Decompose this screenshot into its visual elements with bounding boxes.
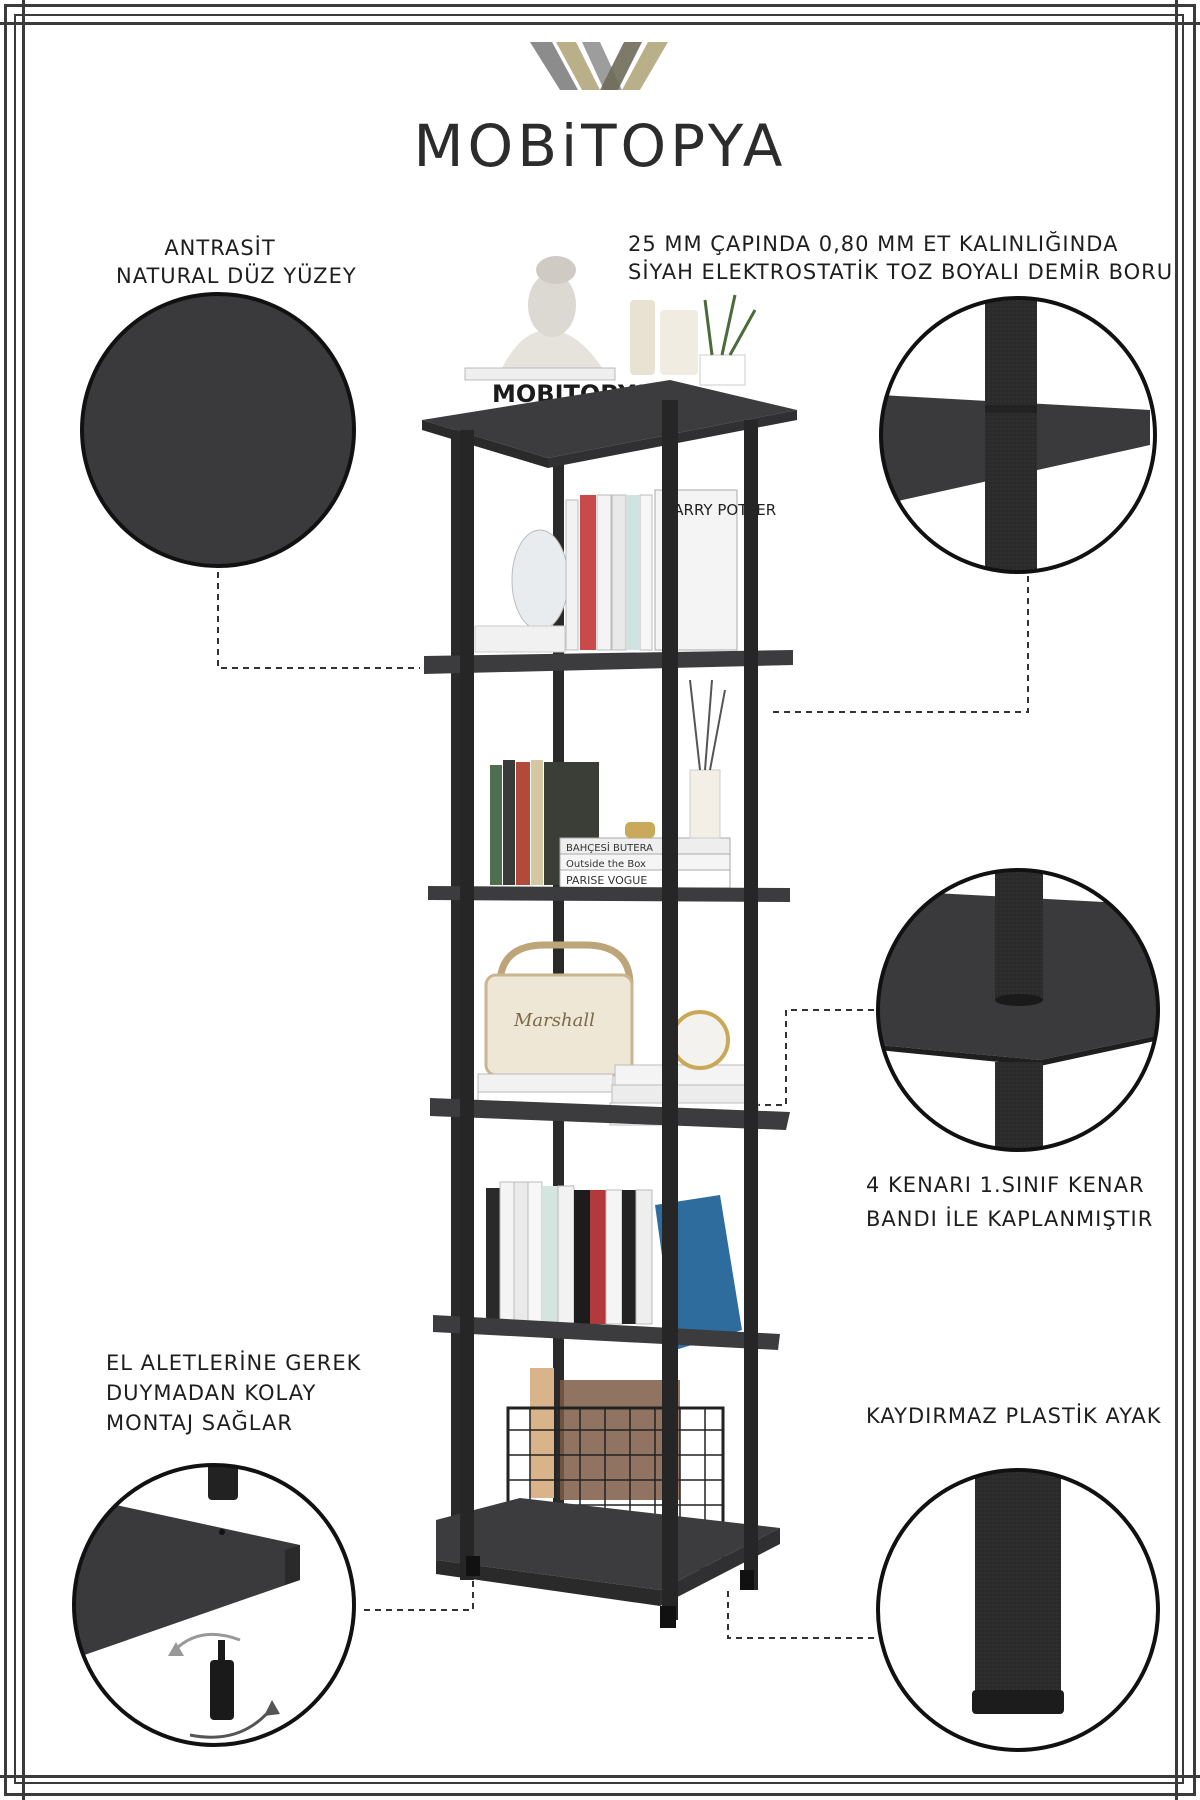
assembly-callout-line1: EL ALETLERİNE GEREK <box>106 1351 362 1375</box>
surface-detail-circle <box>80 292 356 568</box>
surface-callout-line2: NATURAL DÜZ YÜZEY <box>116 264 357 288</box>
foot-callout-line1: KAYDIRMAZ PLASTİK AYAK <box>866 1404 1162 1428</box>
book-parise-text: PARISE VOGUE <box>566 874 647 887</box>
rotate-arrow-icon <box>173 1632 241 1652</box>
shelf-2-decor: HARRY POTTER <box>474 489 776 653</box>
assembly-callout-line3: MONTAJ SAĞLAR <box>106 1411 293 1435</box>
foot-detail-circle <box>876 1468 1160 1752</box>
front-left-tube <box>460 430 474 1580</box>
edge-detail-circle <box>876 868 1160 1152</box>
tube-callout: 25 MM ÇAPINDA 0,80 MM ET KALINLIĞINDA Sİ… <box>628 230 1173 286</box>
edge-callout-line1: 4 KENARI 1.SINIF KENAR <box>866 1173 1145 1197</box>
surface-callout-2: NATURAL DÜZ YÜZEY <box>116 262 357 290</box>
bookshelf-unit: MOBITOPYA HARRY POTTER <box>422 256 797 1628</box>
assembly-detail-circle <box>72 1463 356 1747</box>
right-rear-tube <box>744 420 758 1590</box>
border-line-right <box>1175 0 1178 1800</box>
surface-callout-line1: ANTRASİT <box>164 236 276 260</box>
top-shelf-decor: MOBITOPYA <box>464 256 757 408</box>
tube-callout-line2: SİYAH ELEKTROSTATİK TOZ BOYALI DEMİR BOR… <box>628 260 1174 284</box>
tube-callout-line1: 25 MM ÇAPINDA 0,80 MM ET KALINLIĞINDA <box>628 232 1119 256</box>
radio-brand-text: Marshall <box>513 1010 595 1031</box>
book-bahcesi-text: BAHÇESİ BUTERA <box>566 841 653 854</box>
tube-detail-circle <box>879 296 1157 574</box>
front-right-tube <box>662 400 678 1620</box>
edge-callout: 4 KENARI 1.SINIF KENAR BANDI İLE KAPLANM… <box>866 1168 1153 1236</box>
surface-callout: ANTRASİT <box>110 234 330 262</box>
inner-border <box>14 14 1184 1784</box>
shelf-3-decor: PARISE VOGUE Outside the Box BAHÇESİ BUT… <box>490 679 731 889</box>
wv-monogram-logo-icon <box>530 42 668 90</box>
shelf-4-decor: Marshall <box>477 941 759 1126</box>
outer-border <box>4 4 1196 1796</box>
brand-name: MOBiTOPYA <box>413 112 787 180</box>
border-line-top <box>0 22 1200 25</box>
assembly-connector <box>364 1570 474 1611</box>
tube-connector <box>770 576 1029 713</box>
surface-connector <box>217 572 420 669</box>
foot-callout: KAYDIRMAZ PLASTİK AYAK <box>866 1402 1162 1430</box>
border-line-bottom <box>0 1775 1200 1778</box>
assembly-callout: EL ALETLERİNE GEREK DUYMADAN KOLAY MONTA… <box>106 1348 361 1438</box>
border-line-left <box>22 0 25 1800</box>
edge-callout-line2: BANDI İLE KAPLANMIŞTIR <box>866 1207 1154 1231</box>
edge-connector <box>742 1009 874 1106</box>
connector-lines <box>217 572 1029 1639</box>
assembly-callout-line2: DUYMADAN KOLAY <box>106 1381 317 1405</box>
book-outside-text: Outside the Box <box>566 859 646 870</box>
foot-connector <box>727 1588 874 1639</box>
book-harry-text: HARRY POTTER <box>662 501 776 519</box>
brand-logo <box>0 36 1200 100</box>
